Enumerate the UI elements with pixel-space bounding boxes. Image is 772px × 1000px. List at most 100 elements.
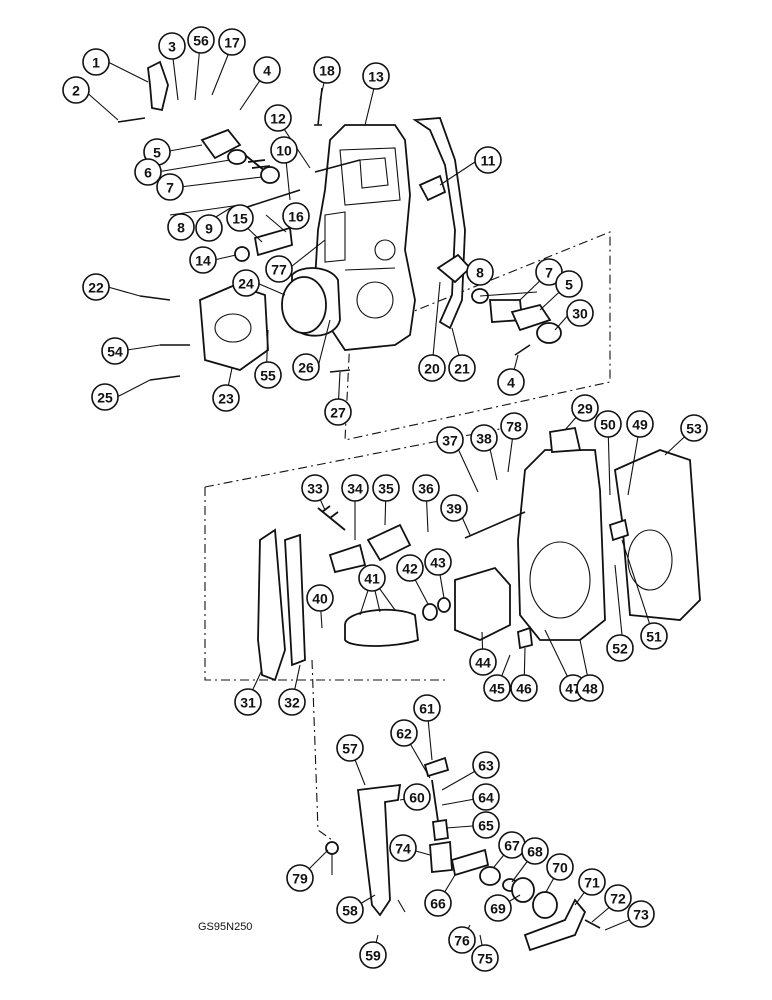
callout-label: 72 [610, 891, 626, 907]
callout-label: 16 [288, 209, 304, 225]
callout-label: 51 [646, 629, 662, 645]
callout-circle [390, 719, 418, 747]
callout-label: 59 [365, 948, 381, 964]
callout-72: 72 [604, 884, 632, 912]
callout-6: 6 [134, 158, 162, 186]
callout-44: 44 [469, 648, 497, 676]
callout-circle [472, 751, 500, 779]
callout-62: 62 [390, 719, 418, 747]
callout-26: 26 [292, 353, 320, 381]
callout-43: 43 [424, 548, 452, 576]
lower-link-line [311, 659, 333, 841]
callout-label: 37 [442, 433, 458, 449]
callout-label: 78 [506, 419, 522, 435]
callout-circle [484, 894, 512, 922]
callout-label: 2 [72, 83, 80, 99]
callout-circle [640, 622, 668, 650]
callout-33: 33 [301, 474, 329, 502]
callout-50: 50 [594, 410, 622, 438]
callout-circle [576, 674, 604, 702]
callout-circle [418, 354, 446, 382]
callout-circle [436, 426, 464, 454]
callout-label: 75 [477, 951, 493, 967]
callout-17: 17 [218, 28, 246, 56]
callout-7: 7 [156, 173, 184, 201]
callout-label: 30 [572, 306, 588, 322]
callout-51: 51 [640, 622, 668, 650]
callout-label: 71 [584, 875, 600, 891]
callout-circle [626, 410, 654, 438]
callout-label: 9 [205, 221, 213, 237]
callout-circle [578, 868, 606, 896]
callout-label: 39 [446, 501, 462, 517]
lever-71 [523, 898, 587, 952]
callout-circle [500, 412, 528, 440]
lever-58 [356, 783, 402, 917]
bush-70 [532, 891, 558, 919]
callout-label: 23 [218, 391, 234, 407]
cap-30 [536, 322, 562, 344]
callout-label: 74 [395, 841, 411, 857]
callout-circle [158, 32, 186, 60]
callout-40: 40 [306, 584, 334, 612]
callout-label: 50 [600, 417, 616, 433]
callout-32: 32 [278, 688, 306, 716]
callout-71: 71 [578, 868, 606, 896]
callout-21: 21 [448, 354, 476, 382]
callout-circle [358, 564, 386, 592]
callout-15: 15 [226, 204, 254, 232]
callout-circle [359, 941, 387, 969]
spring-15 [253, 226, 293, 257]
callout-circle [448, 354, 476, 382]
bolt-27 [329, 369, 351, 373]
callout-27: 27 [324, 398, 352, 426]
callout-10: 10 [270, 136, 298, 164]
callout-78: 78 [500, 412, 528, 440]
callout-circle [91, 383, 119, 411]
washer-79 [325, 841, 339, 855]
callout-52: 52 [606, 634, 634, 662]
callout-76: 76 [448, 926, 476, 954]
ring-43 [437, 597, 451, 613]
governor-housing [314, 124, 416, 351]
plate-5 [200, 128, 242, 160]
callout-55: 55 [254, 361, 282, 389]
callout-70: 70 [546, 853, 574, 881]
callout-45: 45 [483, 674, 511, 702]
callout-label: 79 [292, 871, 308, 887]
callout-35: 35 [372, 474, 400, 502]
callout-label: 73 [633, 907, 649, 923]
callout-label: 5 [153, 145, 161, 161]
nut-14 [234, 246, 250, 262]
callout-circle [606, 634, 634, 662]
callout-label: 49 [632, 417, 648, 433]
callout-circle [469, 648, 497, 676]
callout-circle [474, 146, 502, 174]
callout-label: 7 [545, 265, 553, 281]
callout-circle [521, 837, 549, 865]
clip-46 [517, 626, 533, 650]
bolt-72-73 [584, 919, 601, 929]
callout-circle [372, 474, 400, 502]
callout-69: 69 [484, 894, 512, 922]
callout-label: 44 [475, 655, 491, 671]
callout-11: 11 [474, 146, 502, 174]
callout-circle [466, 258, 494, 286]
callout-label: 60 [409, 790, 425, 806]
callout-4: 4 [253, 56, 281, 84]
callout-20: 20 [418, 354, 446, 382]
callout-29: 29 [571, 394, 599, 422]
callout-circle [254, 361, 282, 389]
seal-67 [479, 866, 501, 886]
cover-plate-23 [199, 284, 269, 371]
callout-label: 13 [368, 69, 384, 85]
callout-label: 77 [271, 262, 287, 278]
callout-8: 8 [167, 213, 195, 241]
callout-circle [412, 474, 440, 502]
callout-8: 8 [466, 258, 494, 286]
callout-circle [535, 258, 563, 286]
callout-circle [389, 834, 417, 862]
o-ring-24 [281, 276, 327, 334]
callout-circle [403, 783, 431, 811]
